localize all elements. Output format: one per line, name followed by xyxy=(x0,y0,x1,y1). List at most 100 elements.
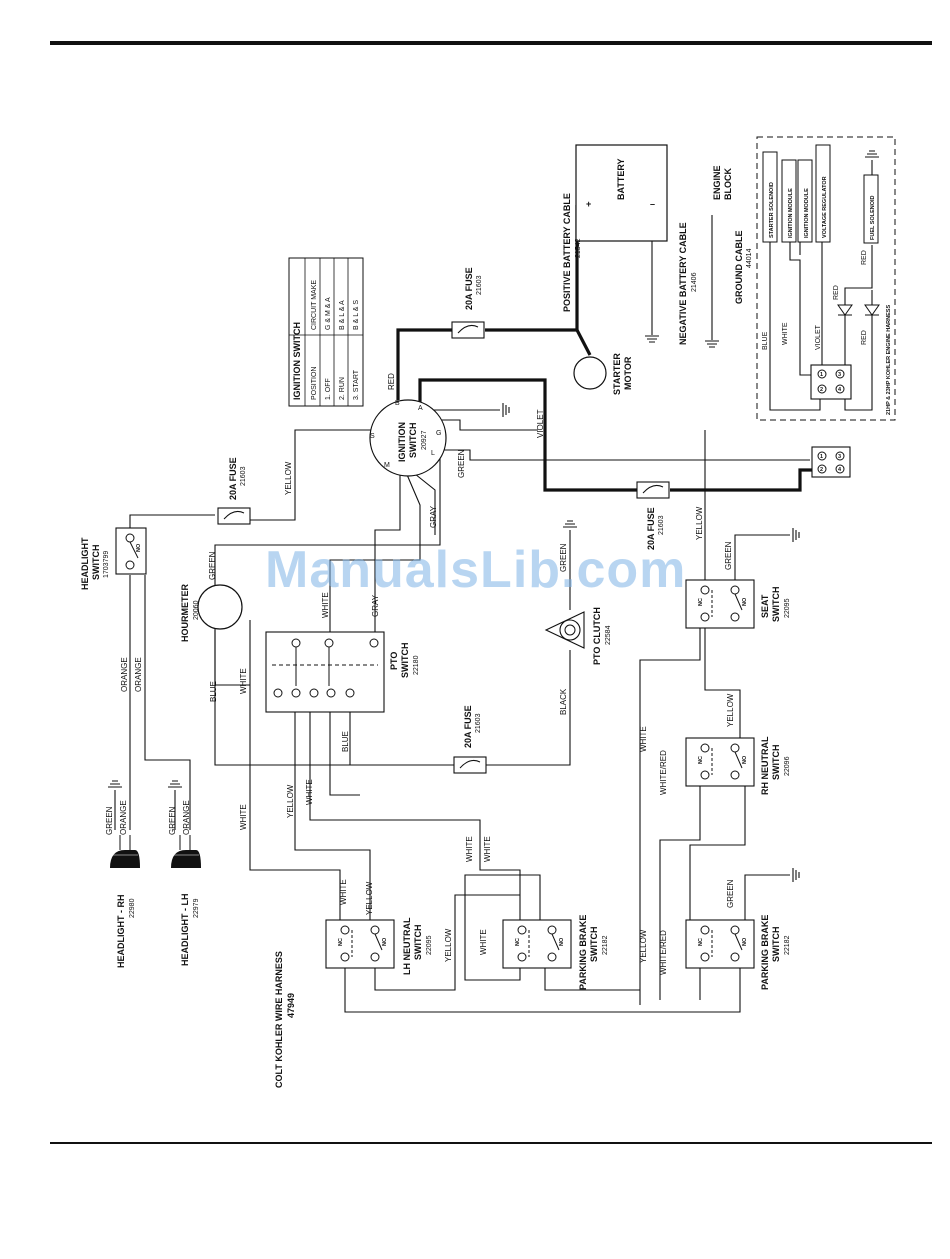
wire-white-6: WHITE xyxy=(339,879,348,905)
eh-wire-white: WHITE xyxy=(782,322,789,345)
ignition-table: IGNITION SWITCH POSITION CIRCUIT MAKE 1.… xyxy=(288,257,364,407)
heavy-cables xyxy=(396,205,812,492)
eh-starter-solenoid: STARTER SOLENOID xyxy=(769,182,775,238)
battery: BATTERY + – xyxy=(575,144,668,242)
eh-ignition-module-2: IGNITION MODULE xyxy=(804,188,810,238)
fuse-connector-part: 21603 xyxy=(658,515,665,535)
wire-blue-1: BLUE xyxy=(209,681,218,702)
pto-switch-part: 22180 xyxy=(413,655,420,675)
wire-gray-1: GRAY xyxy=(429,505,438,528)
battery-minus: – xyxy=(650,199,655,209)
fuse-battery-label: 20A FUSE xyxy=(464,267,474,310)
connector-main-pin-4: 4 xyxy=(838,467,842,473)
seat-no: NO xyxy=(742,597,748,606)
watermark: ManualsLib.com xyxy=(265,541,687,599)
pb1-part: 22182 xyxy=(602,935,609,955)
wire-white-7: WHITE xyxy=(479,929,488,955)
pb2-part: 22182 xyxy=(784,935,791,955)
battery-plus: + xyxy=(586,199,591,209)
eh-pin-2: 2 xyxy=(820,387,823,393)
ground-headlight-rh xyxy=(108,780,122,788)
ignition-table-header-position: POSITION xyxy=(311,367,318,400)
ground-battery-neg xyxy=(645,335,659,343)
battery-label: BATTERY xyxy=(616,159,626,201)
seat-switch-part: 22095 xyxy=(784,598,791,618)
pto-switch-label-2: SWITCH xyxy=(400,643,410,679)
wire-yellow-1: YELLOW xyxy=(286,784,295,818)
wire-red: RED xyxy=(387,373,396,390)
eh-wire-red-2: RED xyxy=(861,330,868,345)
harness-title: COLT KOHLER WIRE HARNESS xyxy=(274,951,284,1088)
lhn-no: NO xyxy=(382,937,388,946)
wire-yellow-4: YELLOW xyxy=(639,929,648,963)
lhn-nc: NC xyxy=(338,938,344,946)
wire-black: BLACK xyxy=(559,688,568,715)
wire-blue-2: BLUE xyxy=(341,731,350,752)
wire-white-pto: WHITE xyxy=(321,592,330,618)
wire-white-2: WHITE xyxy=(239,804,248,830)
headlight-switch-label-2: SWITCH xyxy=(91,545,101,581)
headlight-switch-label-1: HEADLIGHT xyxy=(80,537,90,590)
engine-block-label-2: BLOCK xyxy=(723,168,733,200)
pb2-label-2: SWITCH xyxy=(771,927,781,963)
ign-term-b: B xyxy=(395,400,400,407)
ground-cable-part: 44014 xyxy=(746,248,753,268)
pb1-nc: NC xyxy=(515,938,521,946)
eh-ignition-module-1: IGNITION MODULE xyxy=(788,188,794,238)
connector-main: 1 2 3 4 xyxy=(811,446,851,478)
wire-white-8: WHITE xyxy=(639,726,648,752)
wire-green-pb: GREEN xyxy=(726,879,735,908)
ignition-table-row-2-pos: 2. RUN xyxy=(339,377,346,400)
rhn-no: NO xyxy=(742,755,748,764)
pto-switch: PTO SWITCH 22180 xyxy=(265,631,420,713)
seat-switch-label-2: SWITCH xyxy=(771,587,781,623)
headlight-switch-no: NO xyxy=(136,543,142,552)
seat-nc: NC xyxy=(698,598,704,606)
headlight-lh-label: HEADLIGHT - LH xyxy=(180,894,190,967)
connector-main-pin-2: 2 xyxy=(820,467,823,473)
ignition-label-1: IGNITION xyxy=(397,422,407,462)
rh-neutral-switch: NC NO RH NEUTRAL SWITCH 22096 xyxy=(685,736,791,795)
wire-green-clutch: GREEN xyxy=(559,543,568,572)
ignition-table-row-1-circuit: G & M & A xyxy=(325,297,332,330)
wire-green-ign: GREEN xyxy=(457,449,466,478)
headlight-switch-part: 1703799 xyxy=(103,551,110,578)
headlight-switch: NO HEADLIGHT SWITCH 1703799 xyxy=(80,527,147,590)
neg-cable-label: NEGATIVE BATTERY CABLE xyxy=(678,222,688,345)
hourmeter-label: HOURMETER xyxy=(180,584,190,642)
wire-white-1: WHITE xyxy=(239,668,248,694)
ignition-table-row-1-pos: 1. OFF xyxy=(325,378,332,400)
ground-headlight-lh xyxy=(168,780,182,788)
fuse-battery: 20A FUSE 21603 xyxy=(451,267,485,339)
parking-brake-switch-1: NC NO PARKING BRAKE SWITCH 22182 xyxy=(502,915,609,990)
wire-orange-1: ORANGE xyxy=(120,657,129,692)
headlight-lh: HEADLIGHT - LH 22979 xyxy=(171,835,201,966)
rhn-label-2: SWITCH xyxy=(771,745,781,781)
pos-cable-label: POSITIVE BATTERY CABLE xyxy=(562,193,572,312)
wire-yellow-2: YELLOW xyxy=(365,881,374,915)
ground-parking-brake xyxy=(792,868,800,882)
eh-title: 21HP & 23HP KOHLER ENGINE HARNESS xyxy=(886,305,892,415)
wire-orange-hl-rh: ORANGE xyxy=(119,800,128,835)
pb2-no: NO xyxy=(742,937,748,946)
wire-color-labels: RED VIOLET YELLOW GREEN GRAY GRAY WHITE … xyxy=(105,373,735,975)
connector-main-pin-3: 3 xyxy=(838,454,841,460)
lhn-label-2: SWITCH xyxy=(413,925,423,961)
wire-green-seat: GREEN xyxy=(724,541,733,570)
pto-switch-label-1: PTO xyxy=(389,652,399,670)
fuse-battery-part: 21603 xyxy=(476,275,483,295)
wire-yellow-ign: YELLOW xyxy=(284,461,293,495)
wire-green-hourmeter: GREEN xyxy=(208,551,217,580)
wire-white-3: WHITE xyxy=(305,779,314,805)
wire-white-5: WHITE xyxy=(483,836,492,862)
hourmeter: HOURMETER 20060 xyxy=(180,584,243,642)
connector-main-pin-1: 1 xyxy=(820,454,823,460)
pto-clutch-part: 22584 xyxy=(605,625,612,645)
ground-pto-clutch xyxy=(563,520,577,528)
rhn-nc: NC xyxy=(698,756,704,764)
ign-term-a: A xyxy=(418,405,423,412)
wire-yellow-3: YELLOW xyxy=(444,928,453,962)
ignition-table-row-3-circuit: B & L & S xyxy=(353,300,360,330)
fuse-connector-label: 20A FUSE xyxy=(646,507,656,550)
